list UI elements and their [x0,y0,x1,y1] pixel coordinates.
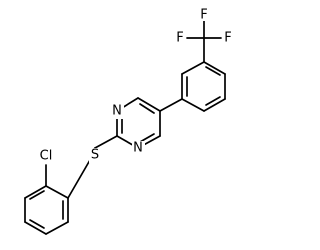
bond-pyr-double-a [139,103,155,114]
bond-aryl-double-a [205,66,221,76]
atom-label-cl: Cl [40,149,53,164]
bond-pyr-double-c [139,133,155,143]
atom-label-f-left: F [176,31,183,46]
bond-aryl-double-b [205,96,221,106]
atom-f-top: F [198,8,210,23]
atom-label-n-upper: N [112,104,122,119]
atom-label-f-top: F [200,8,207,23]
atom-n-lower: N [132,141,145,156]
atom-f-right: F [222,31,234,46]
bond-aryl-3 [203,98,226,112]
atom-s: S [89,148,102,163]
bond-aryl-6 [181,61,205,75]
bond-clph-double-a [29,190,45,200]
bond-biaryl [159,98,183,112]
bond-clph-2 [24,185,47,199]
atom-label-s: S [91,148,99,163]
bond-aryl-1 [203,61,226,75]
atom-label-n-lower: N [133,141,143,156]
bond-clph-double-b [29,219,45,229]
bond-pyr-1 [137,97,161,112]
molecule-diagram: F F F N N S Cl [24,7,234,235]
bond-clph-1 [45,185,69,199]
bond-c-s [94,135,118,149]
atom-label-f-right: F [224,31,231,46]
atom-cl: Cl [37,149,55,164]
atom-labels: F F F N N S Cl [37,8,234,164]
bond-layer [24,19,226,235]
atom-n-upper: N [111,104,124,119]
bond-clph-4 [24,221,47,235]
bond-ch2-ring [67,159,91,199]
atom-f-left: F [174,31,186,46]
bond-aryl-4 [181,98,205,112]
bond-clph-5 [45,221,69,235]
